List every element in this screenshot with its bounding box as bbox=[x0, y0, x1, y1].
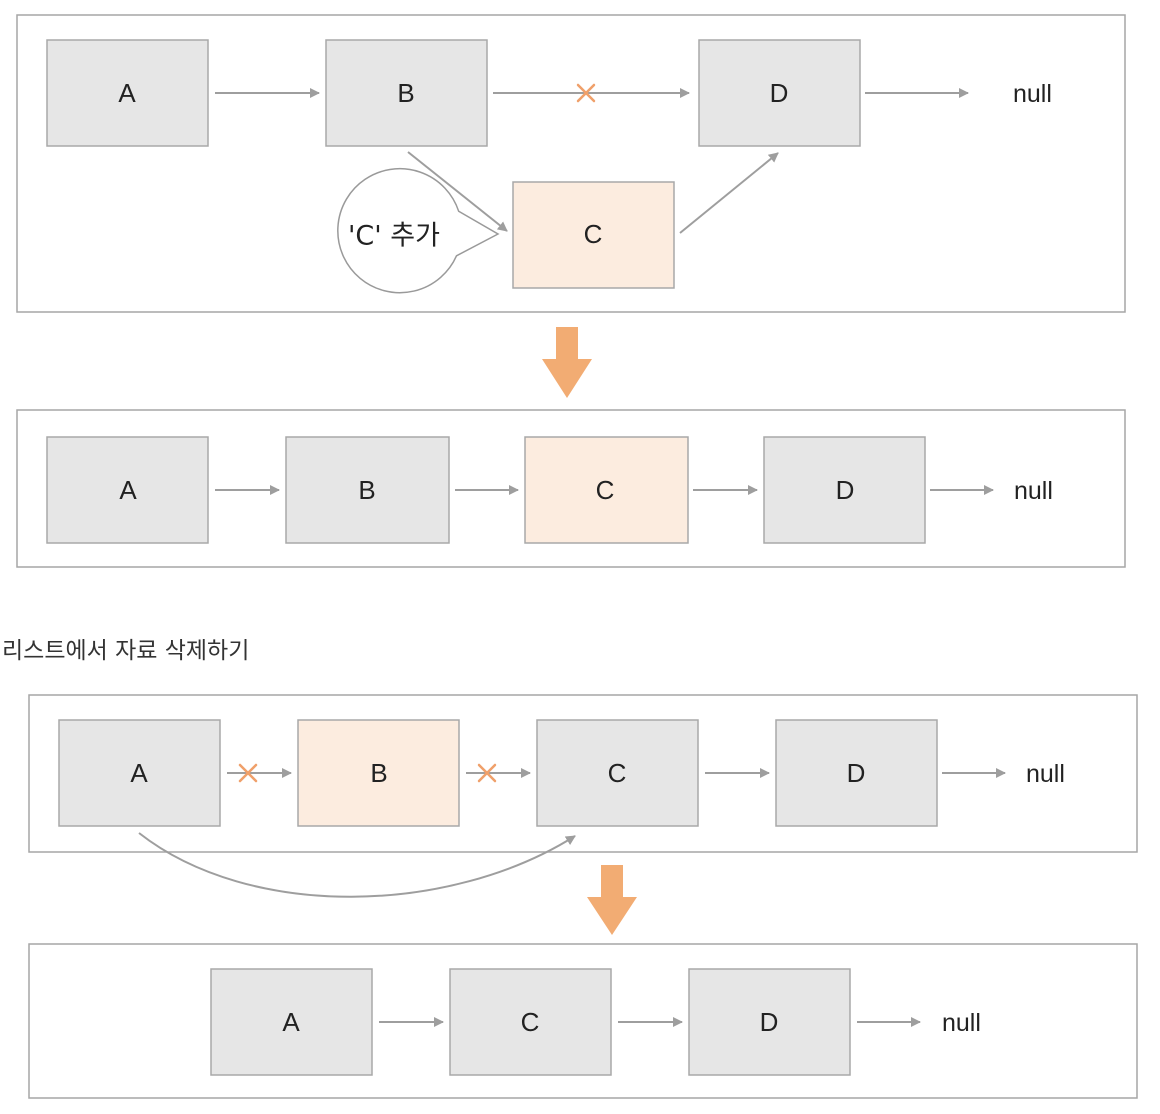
node-b-label: B bbox=[370, 758, 387, 788]
null-terminator: null bbox=[942, 1009, 981, 1037]
node-b-removed bbox=[297, 719, 460, 827]
insert-before-panel: A B D C null 'C' 추가 bbox=[16, 14, 1126, 313]
node-b-label: B bbox=[397, 78, 414, 108]
node-c bbox=[449, 968, 612, 1076]
node-a-label: A bbox=[282, 1007, 300, 1037]
node-a bbox=[46, 39, 209, 147]
node-c-label: C bbox=[596, 475, 615, 505]
callout-bubble bbox=[337, 167, 500, 294]
new-node-c bbox=[512, 181, 675, 289]
node-a bbox=[210, 968, 373, 1076]
new-node-c-label: C bbox=[584, 219, 603, 249]
insert-after-panel: A B C D null bbox=[16, 409, 1126, 568]
node-c bbox=[524, 436, 689, 544]
node-d-label: D bbox=[836, 475, 855, 505]
node-d-label: D bbox=[760, 1007, 779, 1037]
node-b-label: B bbox=[358, 475, 375, 505]
null-terminator: null bbox=[1013, 80, 1052, 108]
x-mark-icon bbox=[477, 763, 497, 783]
link-a-c-bypass bbox=[138, 832, 576, 898]
node-d bbox=[688, 968, 851, 1076]
section-heading: 리스트에서 자료 삭제하기 bbox=[2, 638, 249, 664]
node-c-label: C bbox=[521, 1007, 540, 1037]
node-d bbox=[698, 39, 861, 147]
callout-text: 'C' 추가 bbox=[348, 221, 440, 252]
node-a bbox=[58, 719, 221, 827]
null-terminator: null bbox=[1014, 477, 1053, 505]
node-b bbox=[285, 436, 450, 544]
down-arrow-icon bbox=[587, 865, 637, 935]
node-a-label: A bbox=[118, 78, 136, 108]
delete-before-panel: A B C D null bbox=[28, 694, 1138, 853]
node-a-label: A bbox=[119, 475, 137, 505]
delete-after-panel: A C D null bbox=[28, 943, 1138, 1099]
node-c bbox=[536, 719, 699, 827]
node-c-label: C bbox=[608, 758, 627, 788]
link-c-d bbox=[679, 152, 779, 234]
node-d-label: D bbox=[770, 78, 789, 108]
node-a bbox=[46, 436, 209, 544]
node-d bbox=[763, 436, 926, 544]
link-b-c bbox=[407, 151, 508, 232]
node-b bbox=[325, 39, 488, 147]
x-mark-icon bbox=[576, 83, 596, 103]
node-a-label: A bbox=[130, 758, 148, 788]
node-d-label: D bbox=[847, 758, 866, 788]
null-terminator: null bbox=[1026, 760, 1065, 788]
node-d bbox=[775, 719, 938, 827]
x-mark-icon bbox=[238, 763, 258, 783]
down-arrow-icon bbox=[542, 327, 592, 398]
